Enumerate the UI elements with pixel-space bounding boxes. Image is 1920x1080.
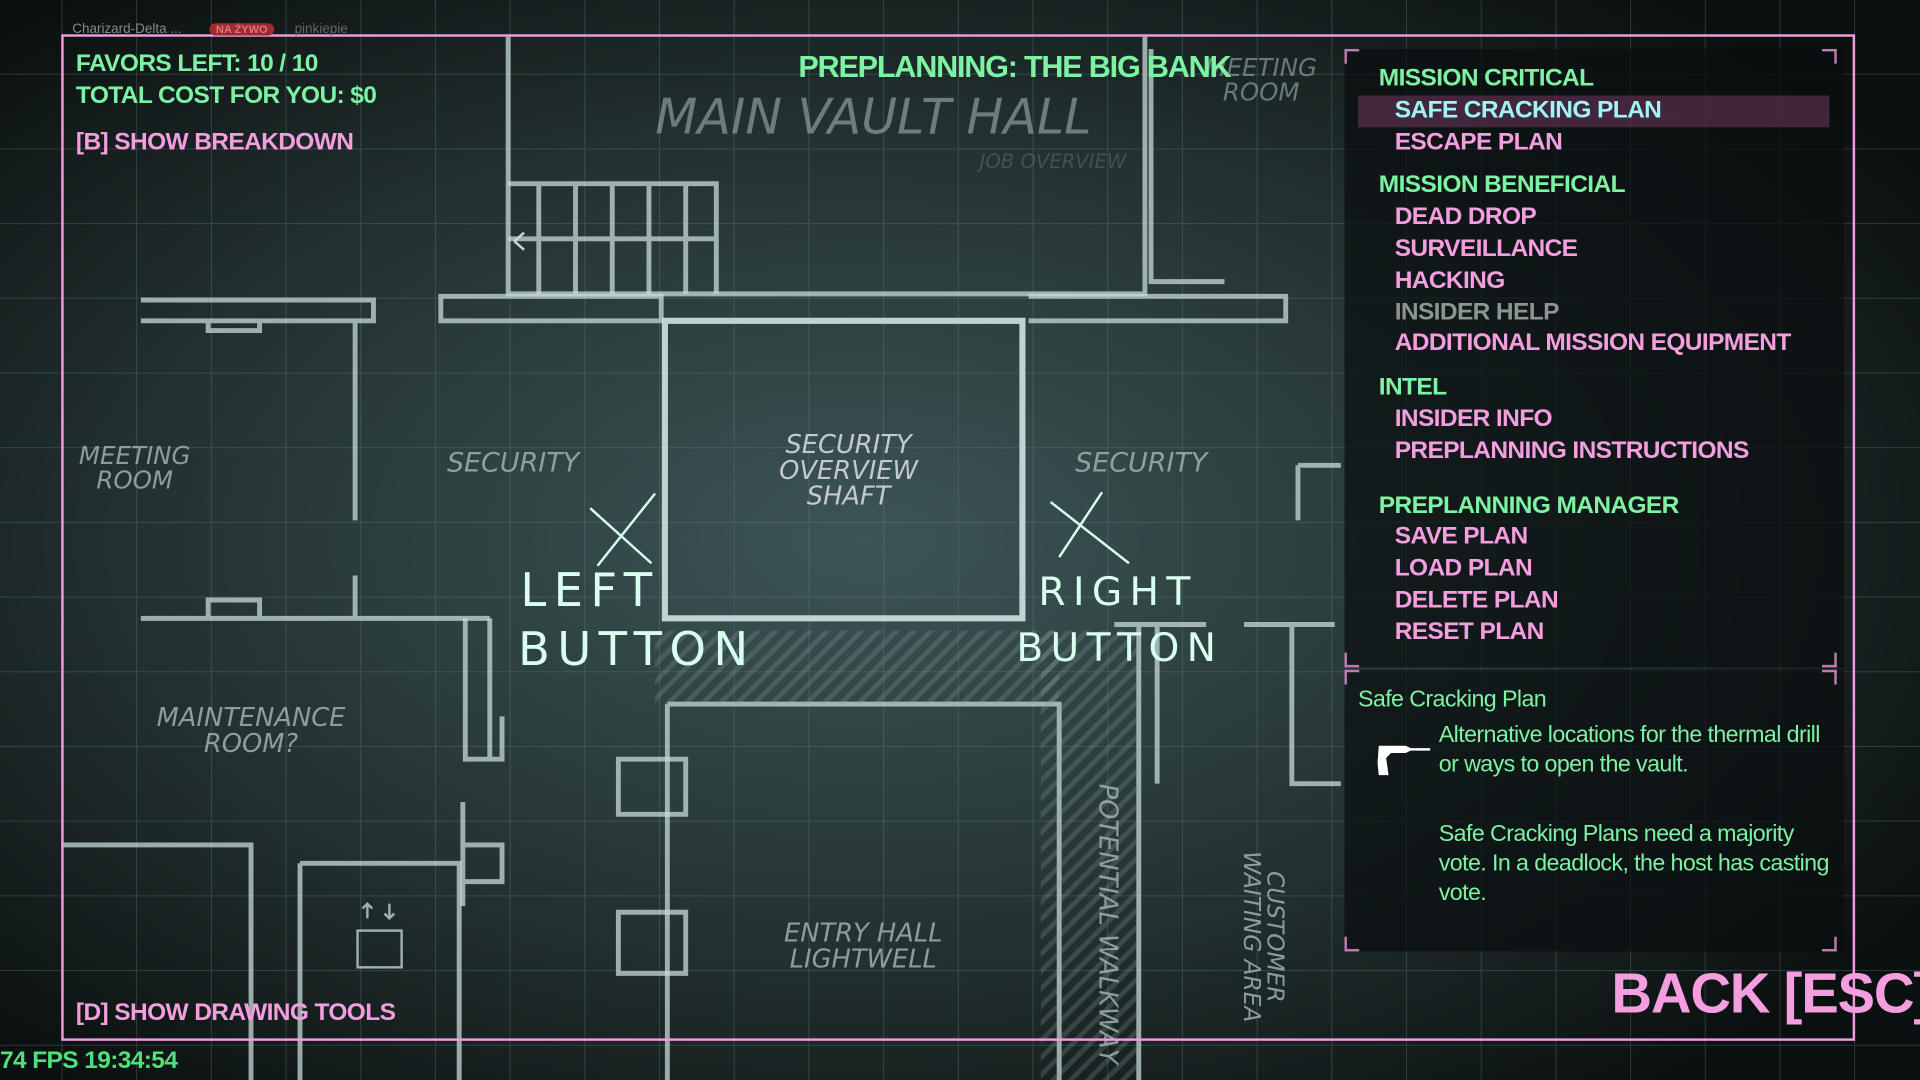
favors-left: FAVORS LEFT: 10 / 10	[75, 50, 318, 78]
map-label-security-left: SECURITY	[446, 448, 580, 479]
map-label-entry-hall: ENTRY HALL LIGHTWELL	[783, 918, 943, 974]
menu-item-surveillance[interactable]: SURVEILLANCE	[1394, 235, 1578, 263]
map-label-meeting-room-left: MEETING ROOM	[78, 440, 191, 495]
menu-item-preplanning-instructions[interactable]: PREPLANNING INSTRUCTIONS	[1394, 436, 1750, 464]
detail-title: Safe Cracking Plan	[1357, 686, 1547, 713]
annotation-right: RIGHT	[1038, 568, 1198, 615]
map-label-shaft: SECURITY OVERVIEW SHAFT	[779, 429, 918, 511]
map-label-job-overview: JOB OVERVIEW	[979, 149, 1127, 173]
menu-panel	[1344, 48, 1845, 668]
menu-item-reset-plan[interactable]: RESET PLAN	[1394, 618, 1545, 646]
map-label-maintenance: MAINTENANCE ROOM?	[156, 702, 346, 758]
detail-description: Alternative locations for the thermal dr…	[1438, 722, 1821, 778]
viewer-name: pinkiepie	[294, 22, 348, 37]
menu-section-mission-beneficial: MISSION BENEFICIAL	[1378, 171, 1626, 199]
elevator-icon	[356, 901, 403, 969]
detail-panel	[1344, 669, 1845, 952]
menu-item-safe-cracking-plan[interactable]: SAFE CRACKING PLAN	[1357, 95, 1830, 127]
map-label-main-vault-hall: MAIN VAULT HALL	[655, 89, 1092, 146]
page-title: PREPLANNING: THE BIG BANK	[798, 50, 1231, 85]
drill-icon	[1377, 745, 1431, 776]
menu-item-additional-equipment[interactable]: ADDITIONAL MISSION EQUIPMENT	[1394, 329, 1792, 357]
show-drawing-tools-button[interactable]: [D] SHOW DRAWING TOOLS	[75, 999, 396, 1027]
preplanning-menu: MISSION CRITICAL SAFE CRACKING PLAN ESCA…	[1357, 64, 1830, 649]
annotation-right-button: BUTTON	[1016, 624, 1224, 672]
fps-counter: 74 FPS 19:34:54	[0, 1046, 178, 1074]
show-breakdown-button[interactable]: [B] SHOW BREAKDOWN	[75, 128, 354, 156]
preplanning-frame	[61, 34, 1856, 1041]
menu-section-intel: INTEL	[1378, 373, 1447, 401]
menu-item-delete-plan[interactable]: DELETE PLAN	[1394, 586, 1559, 614]
detail-vote-note: Safe Cracking Plans need a majority vote…	[1438, 821, 1830, 907]
menu-item-insider-info[interactable]: INSIDER INFO	[1394, 405, 1553, 433]
back-button[interactable]: BACK [ESC]	[1611, 961, 1920, 1025]
stream-overlay: Charizard-Delta ... NA ŻYWO pinkiepie	[40, 22, 347, 37]
annotation-left-button: BUTTON	[517, 622, 756, 676]
menu-section-preplanning-manager: PREPLANNING MANAGER	[1378, 491, 1680, 519]
menu-item-save-plan[interactable]: SAVE PLAN	[1394, 523, 1528, 551]
x-mark-right	[1049, 491, 1130, 565]
map-label-meeting-room-right: MEETING ROOM	[1205, 52, 1317, 107]
menu-item-insider-help[interactable]: INSIDER HELP	[1394, 298, 1560, 326]
live-badge: NA ŻYWO	[209, 23, 274, 36]
menu-section-mission-critical: MISSION CRITICAL	[1378, 64, 1594, 92]
menu-item-load-plan[interactable]: LOAD PLAN	[1394, 554, 1533, 582]
total-cost: TOTAL COST FOR YOU: $0	[75, 82, 377, 109]
annotation-left: LEFT	[520, 563, 660, 618]
x-mark-left	[589, 492, 657, 567]
streamer-name: Charizard-Delta ...	[72, 22, 182, 37]
map-label-security-right: SECURITY	[1075, 448, 1208, 479]
menu-item-hacking[interactable]: HACKING	[1394, 266, 1506, 294]
menu-item-dead-drop[interactable]: DEAD DROP	[1394, 203, 1537, 231]
menu-item-escape-plan[interactable]: ESCAPE PLAN	[1394, 128, 1563, 156]
